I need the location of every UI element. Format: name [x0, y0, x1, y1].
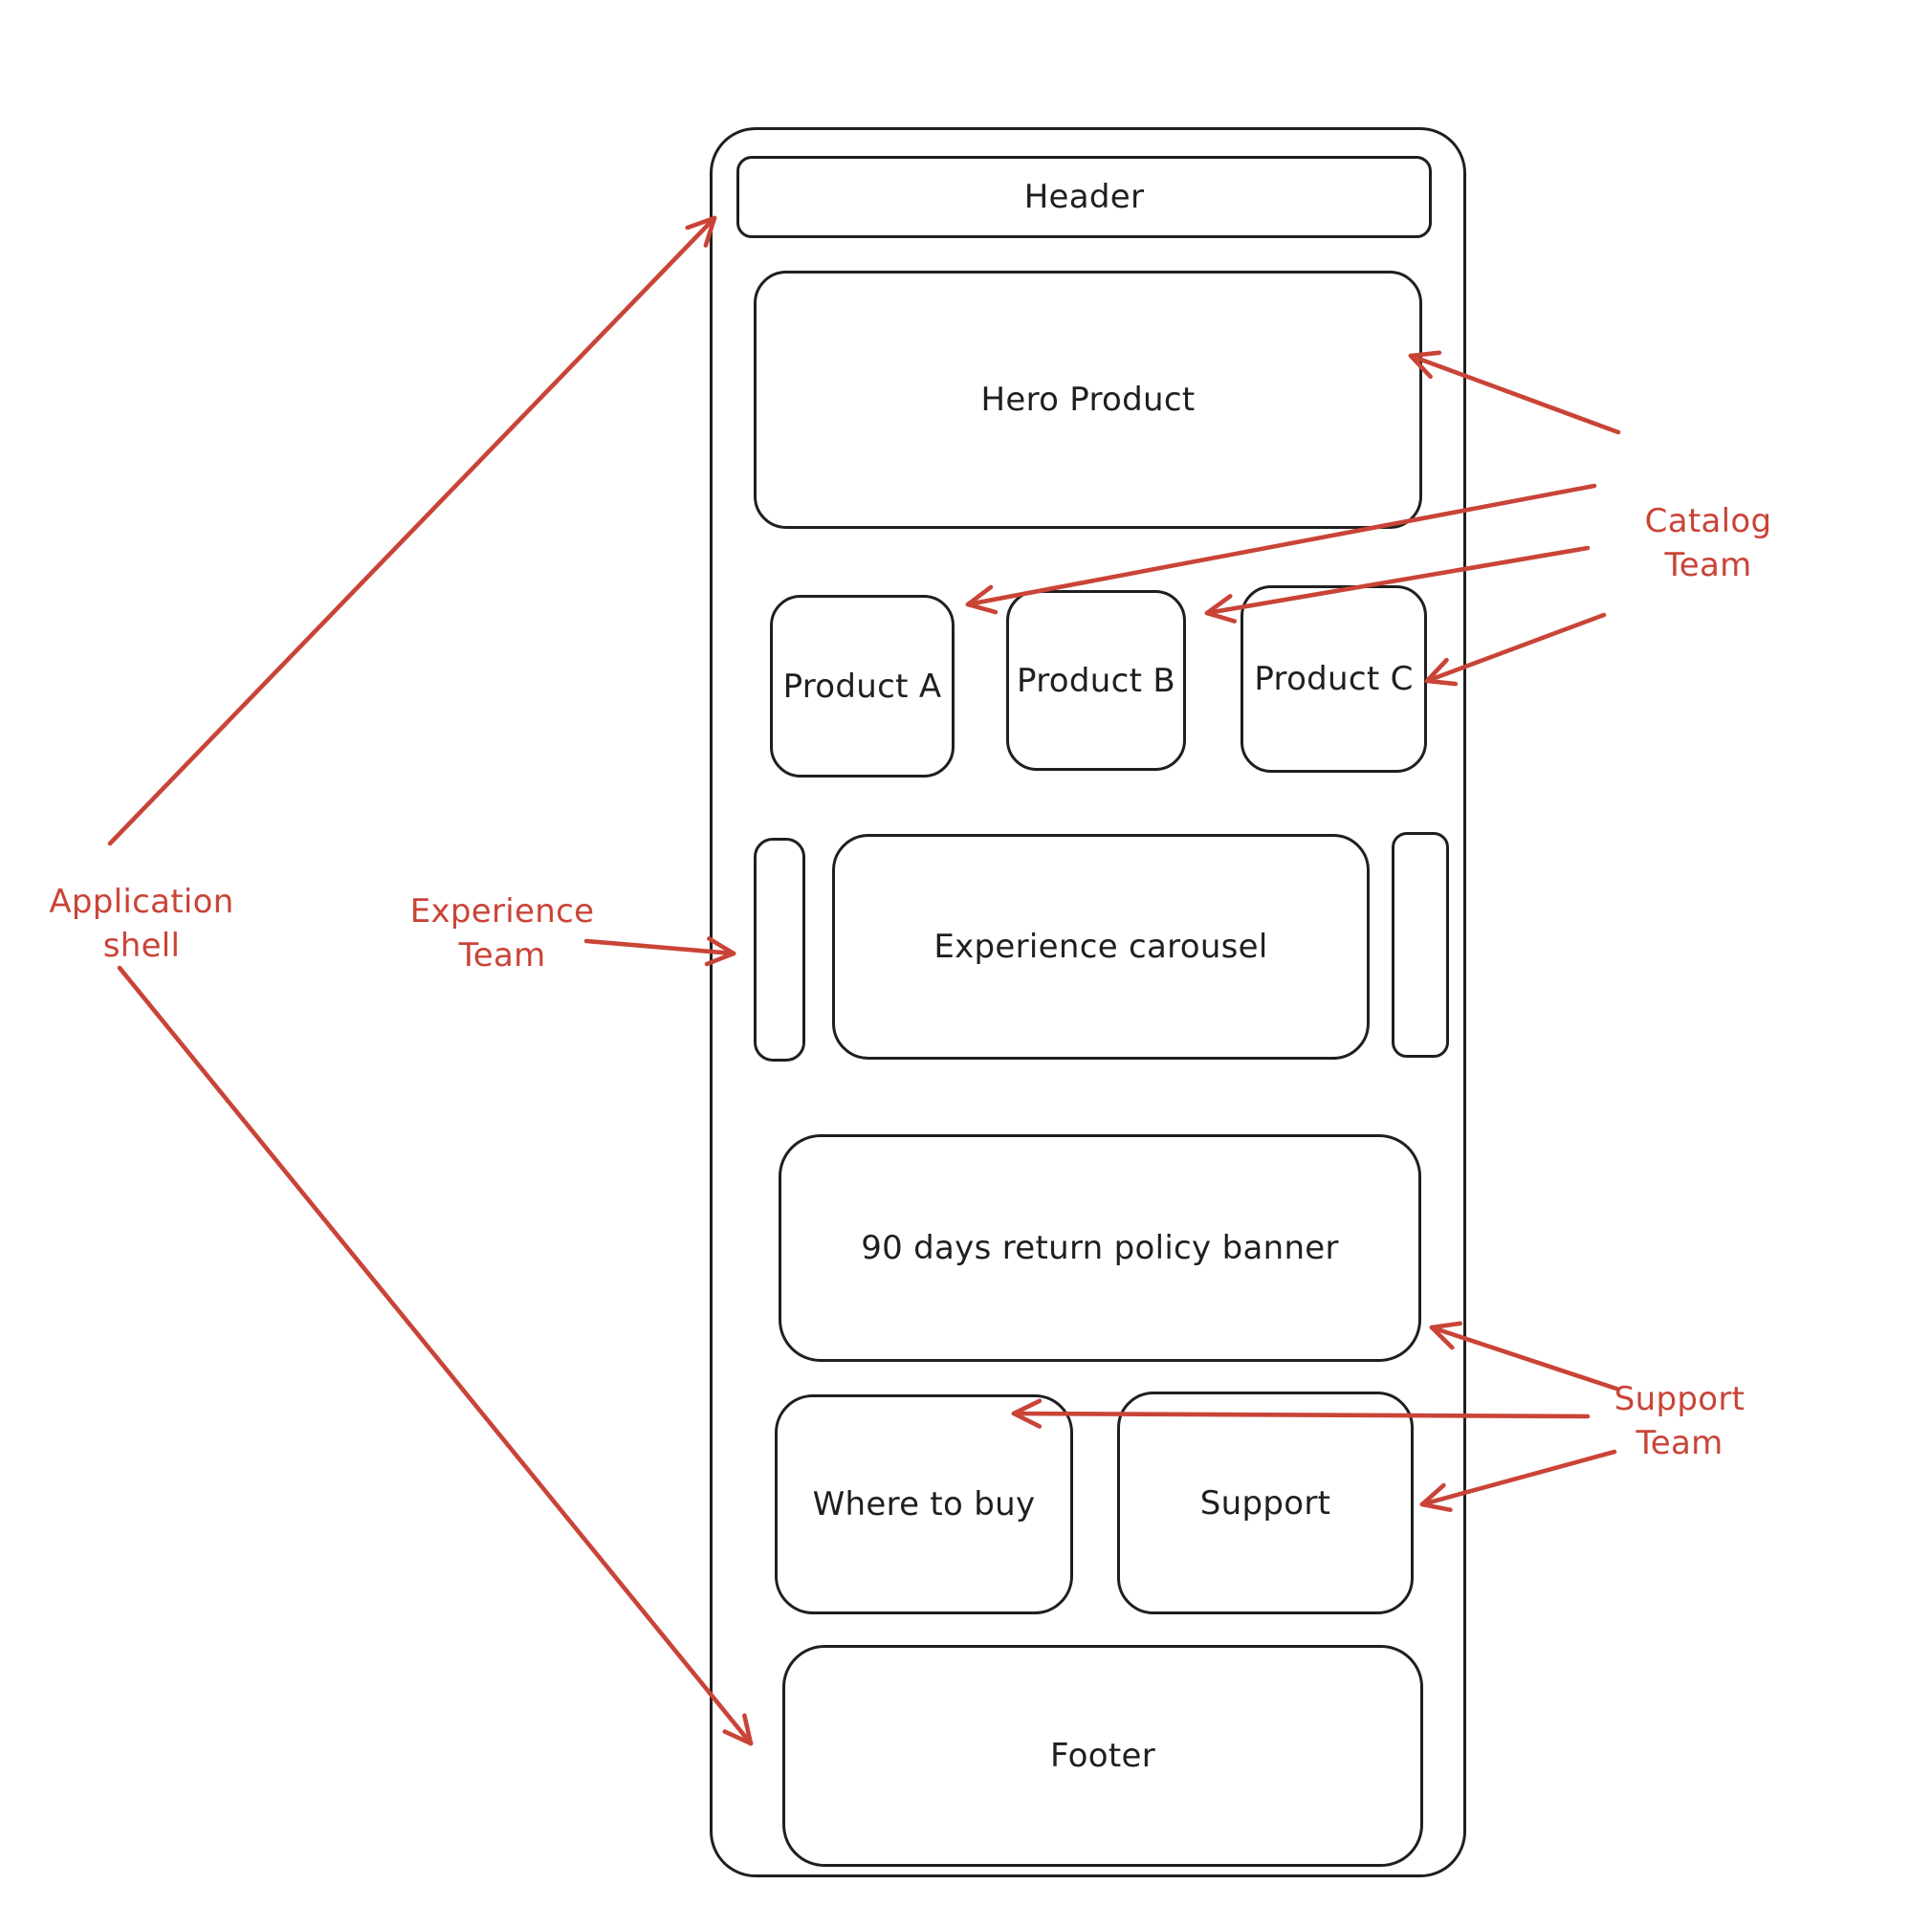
support-box-label: Support [1199, 1483, 1331, 1523]
support-box: Support [1117, 1392, 1414, 1614]
product-a-box-label: Product A [782, 667, 942, 706]
product-c-box-label: Product C [1254, 660, 1414, 698]
application-shell-label-line-1: Application [49, 883, 234, 921]
product-a-box: Product A [770, 595, 955, 778]
experience-carousel-box: Experience carousel [832, 834, 1370, 1060]
support-team-label-line-2: Team [1636, 1424, 1723, 1462]
carousel-left-sliver [754, 838, 805, 1062]
hero-product-box-label: Hero Product [980, 381, 1196, 419]
support-team-label-line-1: Support [1614, 1380, 1745, 1418]
footer-box: Footer [782, 1645, 1423, 1867]
application-shell-arrow-header [107, 215, 717, 846]
hero-product-box: Hero Product [754, 271, 1422, 529]
where-to-buy-box-label: Where to buy [812, 1485, 1036, 1523]
catalog-team-label-line-2: Team [1664, 546, 1752, 584]
experience-carousel-box-label: Experience carousel [933, 928, 1268, 966]
application-shell-label: Application shell [49, 880, 233, 968]
experience-team-label-line-1: Experience [409, 892, 595, 931]
header-box-label: Header [1023, 178, 1145, 216]
header-box: Header [736, 156, 1432, 238]
return-policy-banner-box: 90 days return policy banner [779, 1134, 1421, 1362]
product-b-box-label: Product B [1017, 661, 1175, 700]
footer-box-label: Footer [1050, 1737, 1155, 1775]
carousel-right-sliver [1392, 832, 1449, 1058]
product-c-box: Product C [1240, 585, 1427, 773]
where-to-buy-box: Where to buy [775, 1394, 1073, 1614]
product-b-box: Product B [1006, 590, 1186, 771]
return-policy-banner-box-label: 90 days return policy banner [861, 1229, 1339, 1267]
application-shell-label-line-2: shell [102, 927, 181, 965]
application-shell-arrow-footer [117, 965, 754, 1746]
catalog-team-label-line-1: Catalog [1644, 502, 1772, 540]
experience-team-label-line-2: Team [458, 936, 546, 975]
